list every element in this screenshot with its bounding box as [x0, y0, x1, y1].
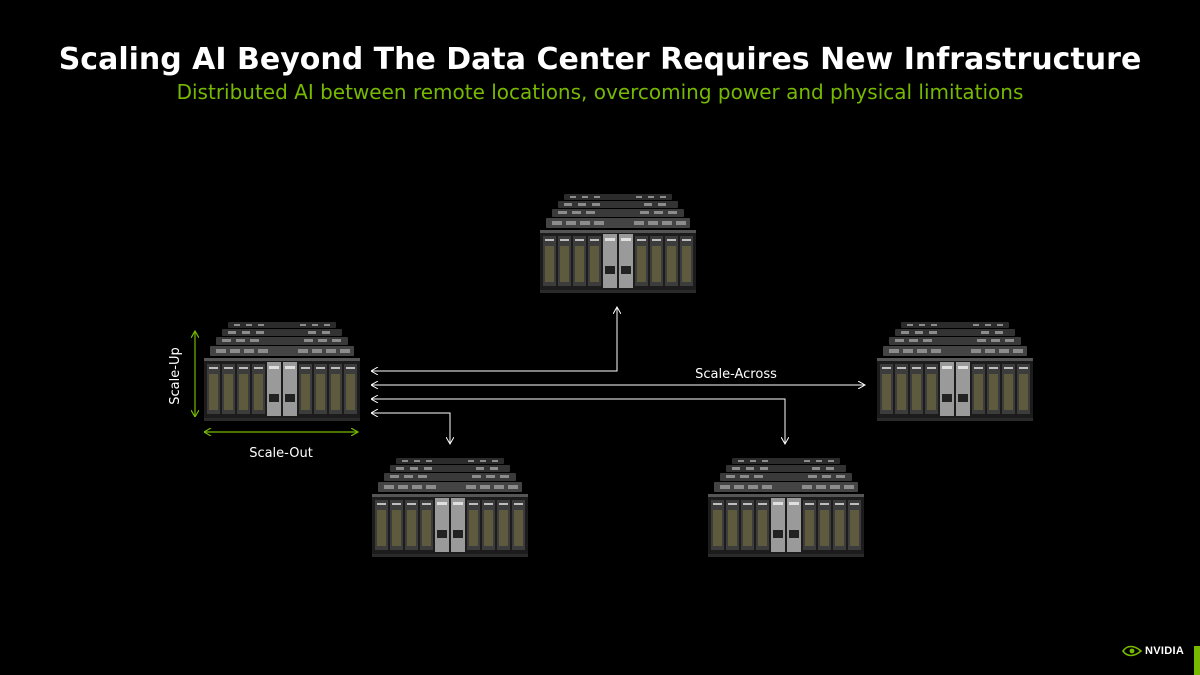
connection-to-bottom-left-rack [372, 413, 450, 443]
server-rack-icon-top [540, 194, 696, 293]
scale-up-label: Scale-Up [168, 347, 183, 404]
scale-out-label: Scale-Out [249, 446, 313, 461]
server-rack-icon-bottom-left [372, 458, 528, 557]
server-rack-icon-right [877, 322, 1033, 421]
server-rack-icon-left [204, 322, 360, 421]
server-rack-icon-bottom-right [708, 458, 864, 557]
nvidia-logo: NVIDIA [1122, 642, 1184, 660]
scale-across-label: Scale-Across [695, 367, 777, 382]
connection-to-top-rack [372, 308, 617, 371]
nvidia-eye-icon [1122, 645, 1142, 657]
slide-title: Scaling AI Beyond The Data Center Requir… [58, 42, 1142, 77]
accent-bar [1194, 646, 1200, 675]
connection-to-bottom-right-rack [372, 399, 785, 443]
logo-text: NVIDIA [1145, 645, 1185, 657]
slide-subtitle: Distributed AI between remote locations,… [176, 80, 1024, 104]
